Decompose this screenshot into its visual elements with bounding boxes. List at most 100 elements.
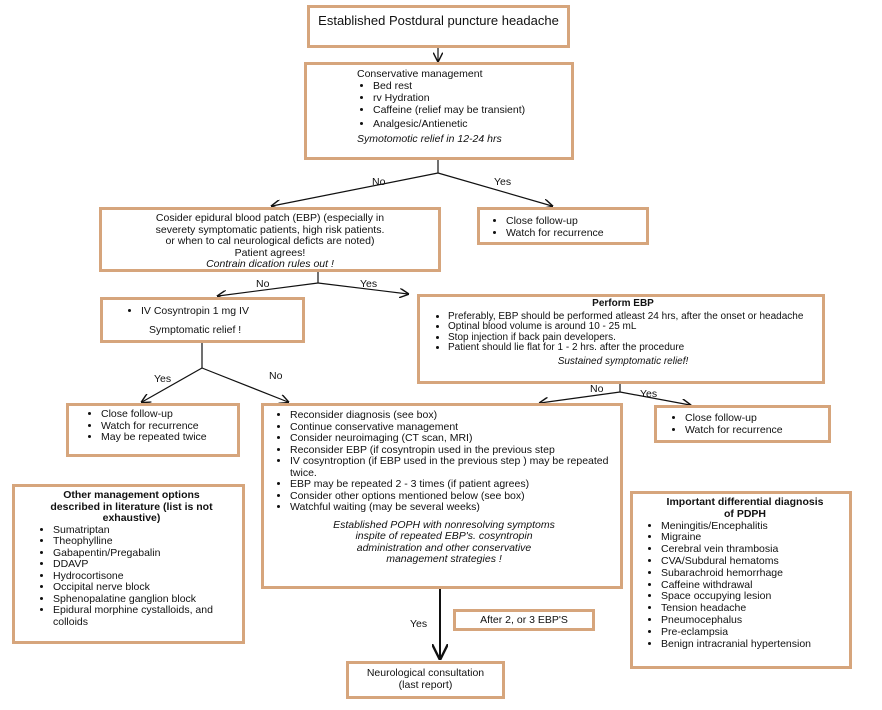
cosyntropin-footer: Symptomatic relief !: [149, 324, 242, 336]
perform-ebp-footer: Sustained symptomatic relief!: [557, 355, 689, 367]
label-no2: No: [256, 278, 270, 290]
perform-ebp-box: Perform EBP Preferably, EBP should be pe…: [417, 294, 825, 384]
other-option-item: Occipital nerve block: [53, 581, 236, 594]
differential-item: Caffeine withdrawal: [661, 579, 845, 592]
conservative-footer: Symotomotic relief in 12-24 hrs: [357, 133, 502, 145]
differential-item: Migraine: [661, 532, 845, 544]
label-no1: No: [372, 176, 386, 188]
perform-ebp-item: Stop injection if back pain developers.: [448, 332, 814, 344]
other-options-heading-line: described in literature (list is not: [50, 500, 213, 513]
reconsider-item: Consider other options mentioned below (…: [290, 490, 614, 503]
label-yes1: Yes: [494, 176, 512, 188]
arrow-no3: [201, 367, 288, 402]
reconsider-footer-line: Established POPH with nonresolving sympt…: [333, 518, 555, 531]
conservative-box: Conservative management Bed rest rv Hydr…: [304, 62, 574, 160]
differential-item: Meningitis/Encephalitis: [661, 520, 845, 533]
consider-ebp-line: severety symptomatic patients, high risk…: [155, 223, 385, 236]
other-options-heading-line: exhaustive): [102, 512, 161, 524]
arrow-yes3: [142, 367, 203, 402]
reconsider-item: IV cosyntroption (if EBP used in the pre…: [290, 455, 614, 479]
reconsider-item: Reconsider EBP (if cosyntropin used in t…: [290, 444, 614, 457]
conservative-item: Bed rest: [373, 80, 565, 92]
arrow-yes4: [619, 391, 690, 405]
followup-item: Watch for recurrence: [506, 227, 642, 239]
reconsider-footer-line: administration and other conservative: [356, 541, 532, 554]
arrow-yes1: [437, 172, 552, 206]
differential-heading-line: Important differential diagnosis: [666, 496, 824, 508]
reconsider-item: Continue conservative management: [290, 421, 614, 434]
perform-ebp-item: Optinal blood volume is around 10 - 25 m…: [448, 321, 814, 333]
other-options-heading-line: Other management options: [63, 489, 200, 501]
label-no4: No: [590, 383, 604, 395]
perform-ebp-item: Preferably, EBP should be performed atle…: [448, 311, 814, 323]
followup-item: Close follow-up: [685, 412, 824, 424]
neuro-box: Neurological consultation (last report): [346, 661, 505, 699]
reconsider-footer-line: inspite of repeated EBP's. cosyntropin: [355, 530, 533, 542]
neuro-line: (last report): [398, 679, 453, 691]
other-option-item: Gabapentin/Pregabalin: [53, 547, 236, 560]
cosyntropin-item: IV Cosyntropin 1 mg IV: [141, 305, 298, 317]
after-ebps-text: After 2, or 3 EBP'S: [480, 614, 568, 626]
followup-item: Watch for recurrence: [685, 424, 824, 436]
label-yes3: Yes: [154, 373, 172, 385]
differential-item: Cerebral vein thrambosia: [661, 543, 845, 556]
differential-item: Subarachroid hemorrhage: [661, 567, 845, 580]
cosyntropin-box: IV Cosyntropin 1 mg IV Symptomatic relie…: [100, 297, 305, 343]
other-option-item: Theophylline: [53, 535, 236, 548]
other-option-item: Hydrocortisone: [53, 570, 236, 583]
reconsider-item: Reconsider diagnosis (see box): [290, 409, 614, 422]
arrow-no2: [218, 282, 319, 296]
followup-item: Watch for recurrence: [101, 420, 233, 433]
differential-heading: Important differential diagnosis of PDPH: [645, 496, 845, 521]
followup-item: Close follow-up: [506, 215, 642, 227]
other-options-box: Other management options described in li…: [12, 484, 245, 644]
differential-item: Tension headache: [661, 602, 845, 615]
differential-item: Pneumocephalus: [661, 614, 845, 627]
followup-left-box: Close follow-up Watch for recurrence May…: [66, 403, 240, 457]
other-option-item: DDAVP: [53, 558, 236, 571]
followup-item: Close follow-up: [101, 408, 233, 421]
conservative-item: rv Hydration: [373, 92, 565, 104]
differential-heading-line: of PDPH: [724, 507, 766, 520]
label-yes2: Yes: [360, 278, 378, 290]
arrow-yes2: [317, 282, 408, 294]
differential-box: Important differential diagnosis of PDPH…: [630, 491, 852, 669]
other-options-heading: Other management options described in li…: [27, 489, 236, 525]
reconsider-item: Watchful waiting (may be several weeks): [290, 501, 614, 514]
neuro-line: Neurological consultation: [366, 667, 485, 679]
other-option-item: Sphenopalatine ganglion block: [53, 593, 236, 606]
reconsider-item: Consider neuroimaging (CT scan, MRI): [290, 432, 614, 445]
conservative-item: Analgesic/Antienetic: [373, 118, 565, 130]
differential-item: CVA/Subdural hematoms: [661, 555, 845, 568]
conservative-heading: Conservative management: [357, 68, 483, 80]
differential-item: Space occupying lesion: [661, 591, 845, 603]
followup-right-box: Close follow-up Watch for recurrence: [654, 405, 831, 443]
consider-ebp-line: Contrain dication rules out !: [206, 258, 334, 270]
followup-item: May be repeated twice: [101, 431, 233, 444]
differential-item: Benign intracranial hypertension: [661, 638, 845, 651]
perform-ebp-item: Patient should lie flat for 1 - 2 hrs. a…: [448, 342, 814, 354]
followup-top-box: Close follow-up Watch for recurrence: [477, 207, 649, 245]
consider-ebp-line: Cosider epidural blood patch (EBP) (espe…: [155, 212, 385, 224]
arrow-no1: [272, 172, 439, 206]
differential-item: Pre-eclampsia: [661, 626, 845, 639]
consider-ebp-box: Cosider epidural blood patch (EBP) (espe…: [99, 207, 441, 272]
label-no3: No: [269, 370, 283, 382]
after-ebps-box: After 2, or 3 EBP'S: [453, 609, 595, 631]
title-text: Established Postdural puncture headache: [318, 13, 559, 28]
reconsider-box: Reconsider diagnosis (see box) Continue …: [261, 403, 623, 589]
other-option-item: Sumatriptan: [53, 524, 236, 537]
reconsider-item: EBP may be repeated 2 - 3 times (if pati…: [290, 478, 614, 491]
reconsider-footer: Established POPH with nonresolving sympt…: [274, 518, 614, 566]
conservative-item: Caffeine (relief may be transient): [373, 104, 565, 116]
perform-ebp-heading: Perform EBP: [592, 298, 654, 309]
other-option-item: Epidural morphine cystalloids, and collo…: [53, 604, 236, 628]
consider-ebp-line: or when to cal neurological deficts are …: [165, 235, 375, 247]
label-yes4: Yes: [640, 388, 658, 400]
title-box: Established Postdural puncture headache: [307, 5, 570, 48]
label-yes5: Yes: [410, 618, 428, 630]
reconsider-footer-line: management strategies !: [386, 553, 502, 565]
consider-ebp-line: Patient agrees!: [234, 246, 306, 259]
arrow-no4: [540, 391, 621, 403]
